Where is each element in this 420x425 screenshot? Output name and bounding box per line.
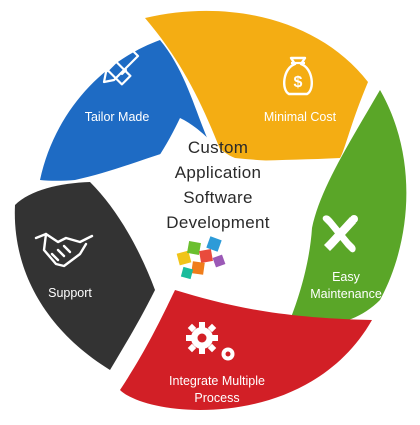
center-area [118,118,318,305]
label-integrate-line-2: Process [194,391,239,405]
segment-minimal-cost [145,10,368,163]
label-support: Support [48,286,92,300]
center-title-line-4: Development [166,213,269,232]
segment-easy-maintenance [290,90,407,325]
center-title-line-1: Custom [188,138,248,157]
label-easy-maintenance-line-2: Maintenance [310,287,382,301]
gears-icon [186,322,235,361]
label-minimal-cost: Minimal Cost [264,110,337,124]
handshake-icon [34,232,94,268]
label-integrate-line-1: Integrate Multiple [169,374,265,388]
ruler-pencil-icon [92,46,140,86]
center-title-line-2: Application [175,163,261,182]
money-bag-icon: $ [283,56,313,96]
svg-text:$: $ [294,74,303,91]
colored-cubes-icon [176,236,226,280]
segment-support [14,182,155,370]
wrench-screwdriver-icon [322,215,358,253]
center-title-line-3: Software [183,188,253,207]
segment-integrate-process [120,290,372,410]
label-tailor-made: Tailor Made [85,110,150,124]
label-easy-maintenance-line-1: Easy [332,270,361,284]
